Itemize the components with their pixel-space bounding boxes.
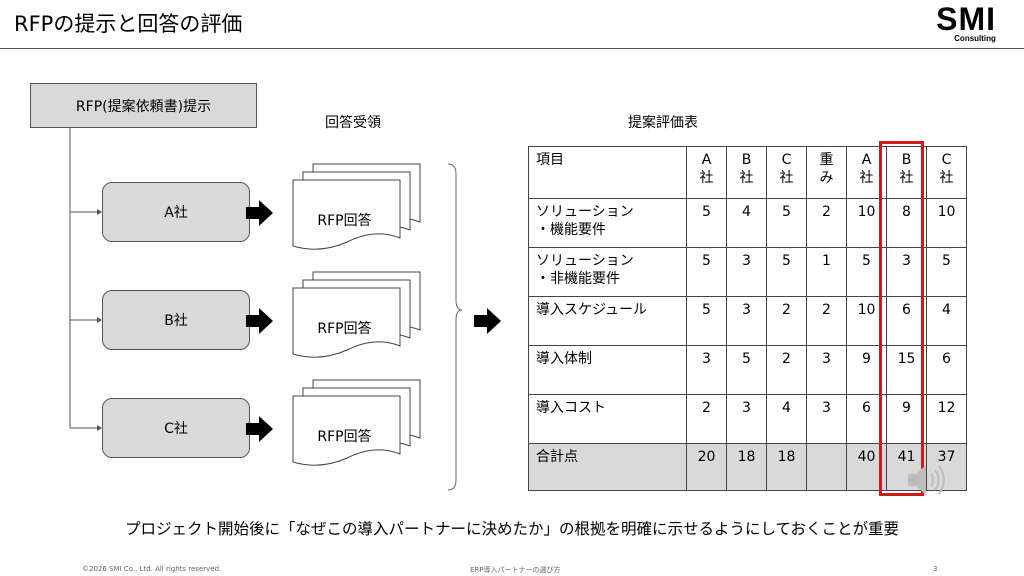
value-cell: 5 bbox=[726, 345, 767, 395]
value-cell: 12 bbox=[926, 394, 967, 444]
company-logo: SMI Consulting bbox=[936, 3, 996, 43]
document-stack-icon bbox=[292, 379, 421, 466]
item-cell: ソリューション・非機能要件 bbox=[528, 247, 687, 297]
item-line: ソリューション bbox=[536, 253, 634, 269]
arrow-right-icon bbox=[246, 308, 273, 334]
value-cell: 4 bbox=[926, 296, 967, 346]
value-cell: 5 bbox=[686, 296, 727, 346]
eval-table-title: 提案評価表 bbox=[628, 115, 698, 131]
document-label: RFP回答 bbox=[317, 213, 372, 229]
logo-sub-text: Consulting bbox=[954, 34, 996, 43]
response-header: 回答受領 bbox=[325, 115, 381, 131]
total-label: 合計点 bbox=[528, 443, 687, 491]
item-cell: 導入コスト bbox=[528, 394, 687, 444]
value-cell: 2 bbox=[766, 296, 807, 346]
total-cell: 18 bbox=[726, 443, 767, 491]
highlight-frame bbox=[879, 141, 924, 496]
value-cell: 5 bbox=[686, 198, 727, 248]
document-label: RFP回答 bbox=[317, 429, 372, 445]
value-cell: 9 bbox=[886, 394, 927, 444]
table-row: ソリューション・機能要件 5 4 5 2 10 8 10 bbox=[528, 198, 967, 248]
value-cell: 2 bbox=[806, 198, 847, 248]
value-cell: 4 bbox=[766, 394, 807, 444]
total-cell bbox=[806, 443, 847, 491]
item-cell: ソリューション・機能要件 bbox=[528, 198, 687, 248]
item-line: ・非機能要件 bbox=[536, 271, 620, 287]
item-cell: 導入スケジュール bbox=[528, 296, 687, 346]
value-cell: 5 bbox=[926, 247, 967, 297]
footer-center: ERP導入パートナーの選び方 bbox=[470, 566, 561, 574]
item-line: 導入コスト bbox=[536, 400, 606, 416]
table-row: 導入コスト 2 3 4 3 6 9 12 bbox=[528, 394, 967, 444]
item-line: 導入スケジュール bbox=[536, 302, 648, 318]
total-cell: 20 bbox=[686, 443, 727, 491]
total-cell: 18 bbox=[766, 443, 807, 491]
value-cell: 1 bbox=[806, 247, 847, 297]
value-cell: 3 bbox=[726, 247, 767, 297]
item-cell: 導入体制 bbox=[528, 345, 687, 395]
value-cell: 5 bbox=[686, 247, 727, 297]
arrow-right-icon bbox=[474, 308, 501, 334]
logo-main-text: SMI bbox=[936, 1, 996, 37]
total-row: 合計点 20 18 18 40 41 37 bbox=[528, 443, 967, 491]
company-a-box: A社 bbox=[102, 182, 250, 242]
value-cell: 6 bbox=[926, 345, 967, 395]
item-line: ・機能要件 bbox=[536, 222, 606, 238]
value-cell: 3 bbox=[886, 247, 927, 297]
value-cell: 5 bbox=[766, 198, 807, 248]
document-stack-icon bbox=[292, 271, 421, 358]
header-cell: 項目 bbox=[528, 146, 687, 199]
value-cell: 3 bbox=[726, 296, 767, 346]
document-label: RFP回答 bbox=[317, 321, 372, 337]
value-cell: 5 bbox=[766, 247, 807, 297]
item-line: 導入体制 bbox=[536, 351, 592, 367]
company-b-box: B社 bbox=[102, 290, 250, 350]
value-cell: 10 bbox=[926, 198, 967, 248]
footer-copyright: ©2026 SMI Co., Ltd. All rights reserved. bbox=[82, 565, 222, 573]
value-cell: 3 bbox=[806, 394, 847, 444]
item-line: ソリューション bbox=[536, 204, 634, 220]
speaker-icon[interactable] bbox=[906, 462, 954, 498]
value-cell: 2 bbox=[806, 296, 847, 346]
page-title: RFPの提示と回答の評価 bbox=[14, 12, 243, 36]
value-cell: 2 bbox=[686, 394, 727, 444]
title-divider bbox=[0, 48, 1024, 49]
arrow-right-icon bbox=[246, 416, 273, 442]
rfp-request-box: RFP(提案依頼書)提示 bbox=[30, 83, 257, 128]
value-cell: 3 bbox=[686, 345, 727, 395]
company-c-box: C社 bbox=[102, 398, 250, 458]
arrow-right-icon bbox=[246, 200, 273, 226]
value-cell: 4 bbox=[726, 198, 767, 248]
value-cell: 3 bbox=[726, 394, 767, 444]
table-row: 導入スケジュール 5 3 2 2 10 6 4 bbox=[528, 296, 967, 346]
key-message: プロジェクト開始後に「なぜこの導入パートナーに決めたか」の根拠を明確に示せるよう… bbox=[124, 520, 900, 538]
value-cell: 2 bbox=[766, 345, 807, 395]
header-cell: 重み bbox=[806, 146, 847, 199]
value-cell: 3 bbox=[806, 345, 847, 395]
document-stack-icon bbox=[292, 163, 421, 250]
page-number: 3 bbox=[933, 565, 938, 573]
